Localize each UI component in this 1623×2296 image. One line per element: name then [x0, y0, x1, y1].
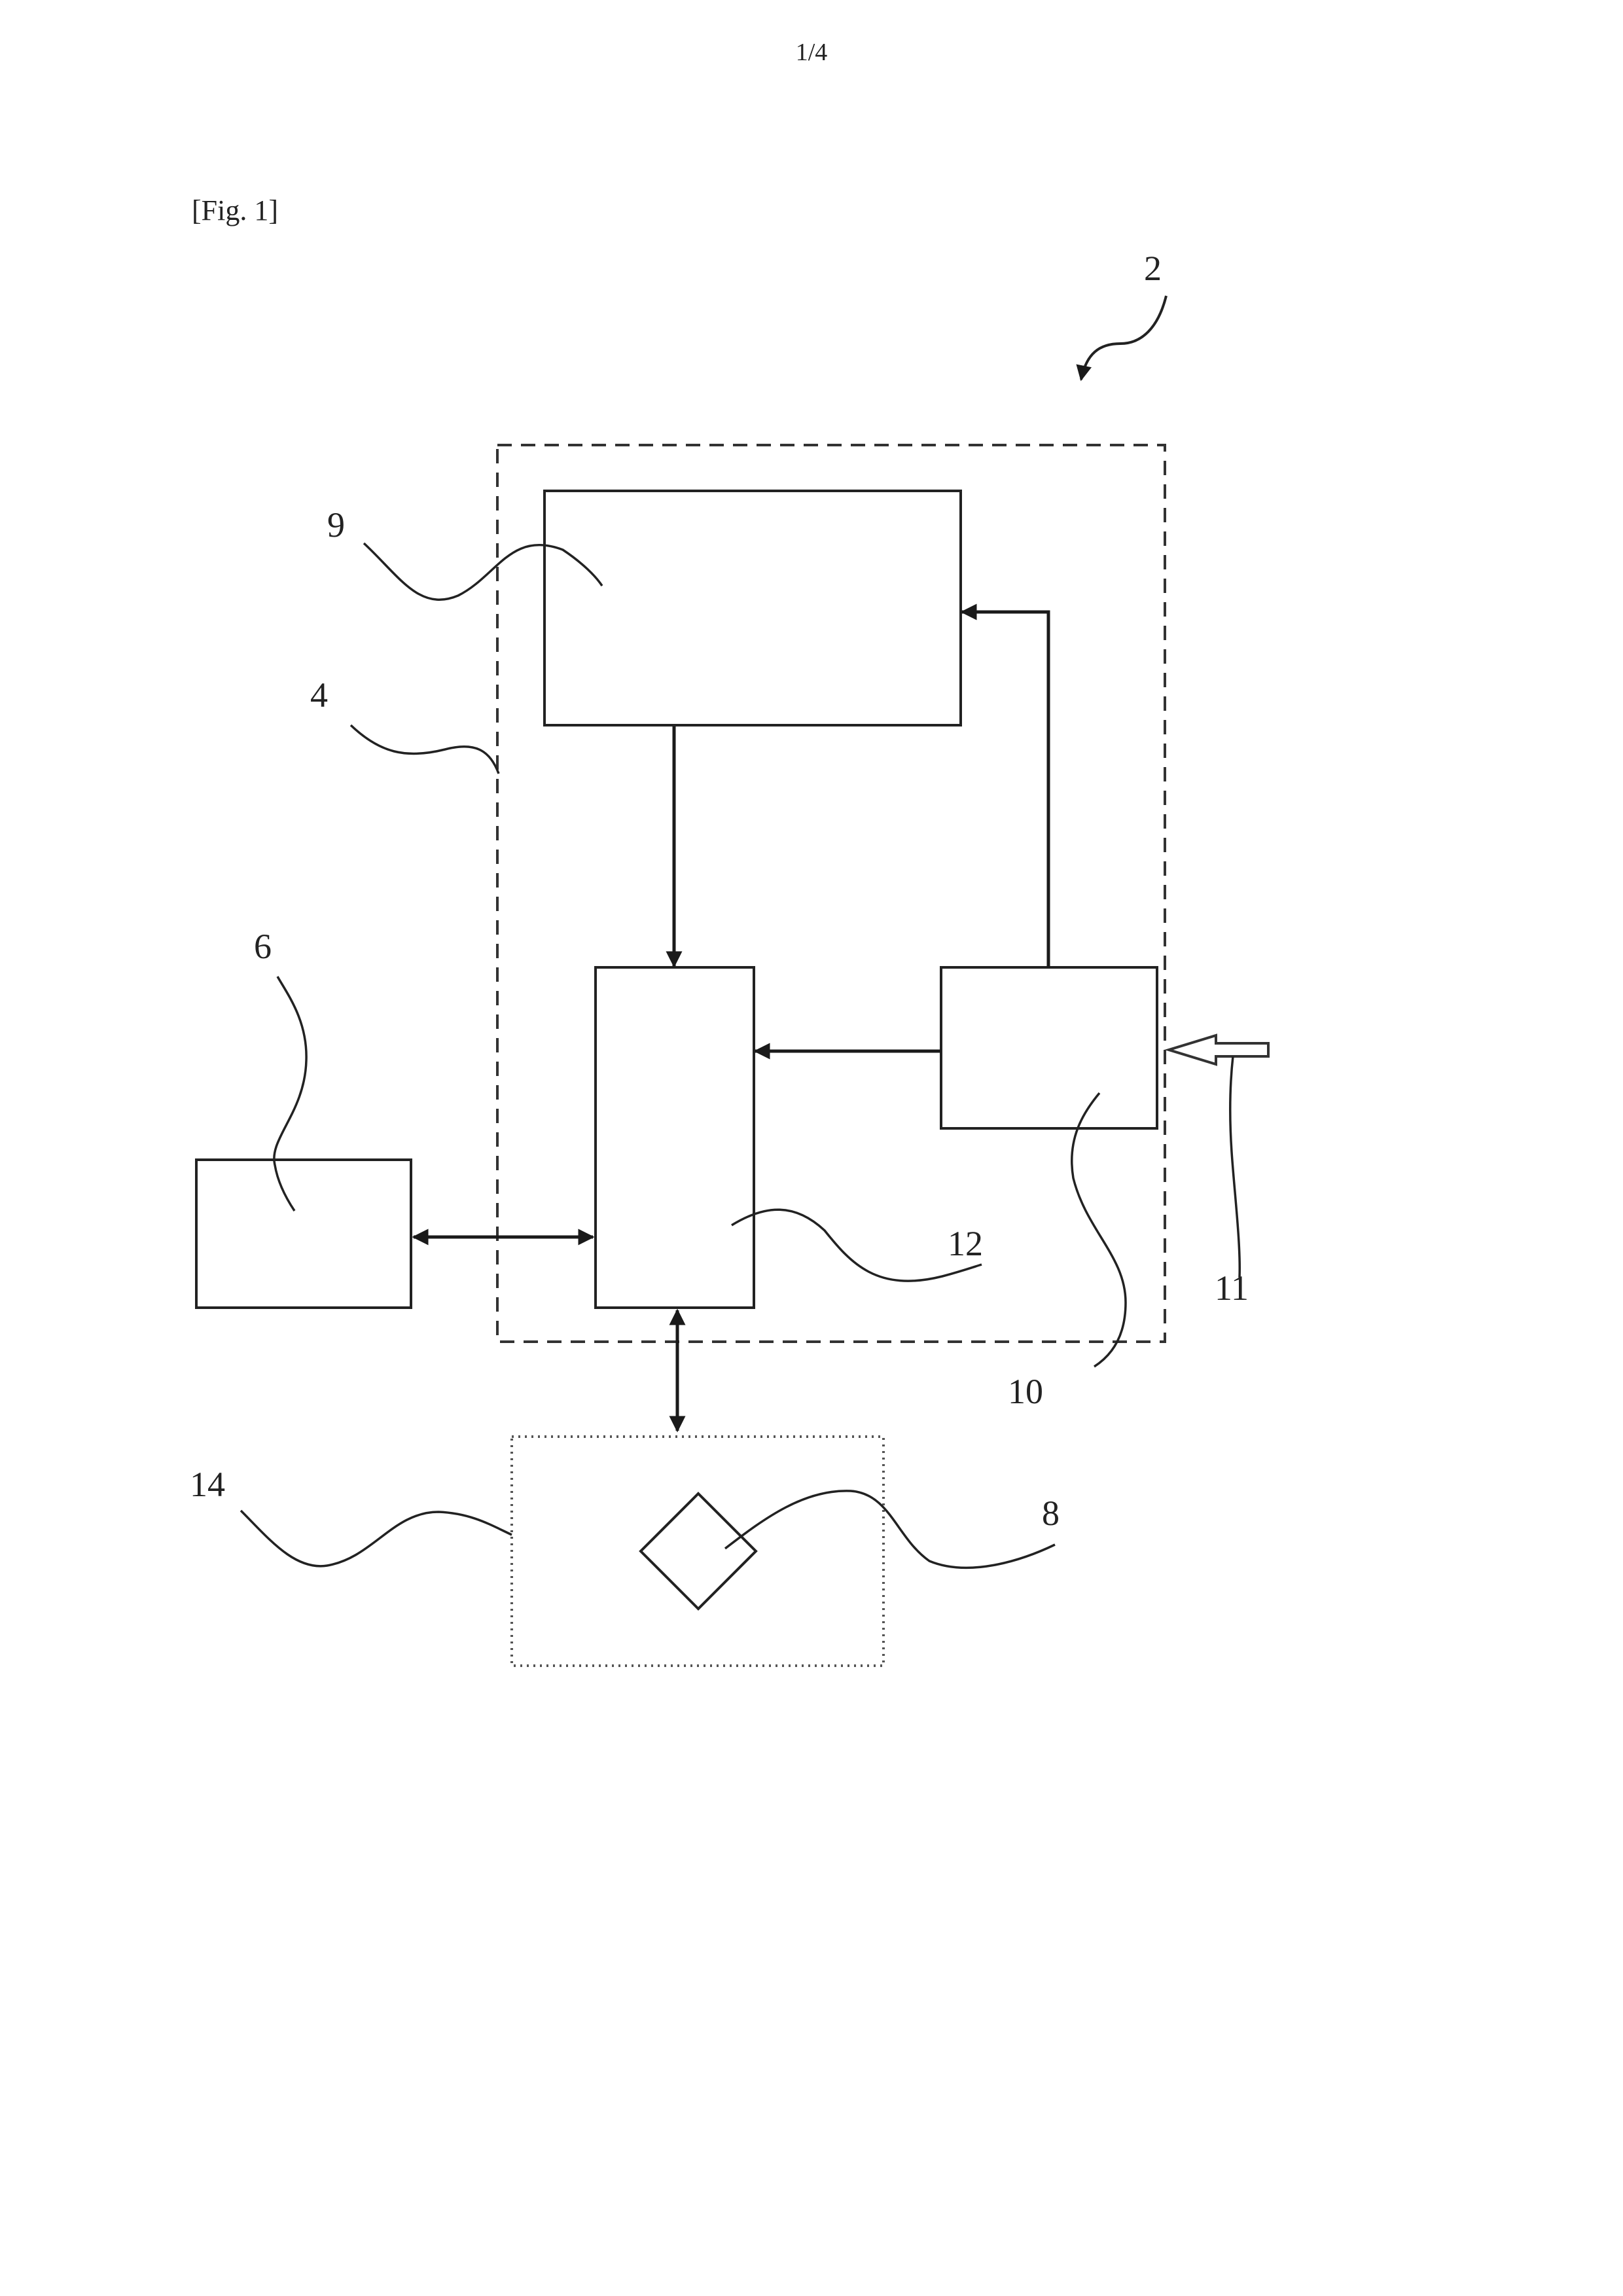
ref-numeral-14: 14: [190, 1465, 225, 1504]
leader-line-14: [241, 1511, 512, 1566]
ref-numeral-2: 2: [1144, 249, 1162, 288]
block-9: [544, 491, 961, 725]
leader-line-6: [274, 977, 306, 1211]
ref-numeral-10: 10: [1008, 1372, 1043, 1411]
block-6: [196, 1160, 411, 1308]
ref-numeral-9: 9: [327, 505, 345, 545]
arrow-10-to-9: [962, 612, 1048, 967]
zone-14-dotted-box: [512, 1437, 883, 1666]
system-2-leader-arrow: [1081, 296, 1166, 380]
leader-line-11: [1230, 1056, 1240, 1278]
leader-line-9: [364, 543, 602, 600]
ref-numeral-11: 11: [1215, 1268, 1249, 1308]
block-10: [941, 967, 1157, 1128]
leader-line-8: [725, 1491, 1055, 1568]
leader-line-4: [351, 725, 499, 774]
ref-numeral-4: 4: [310, 675, 328, 715]
ref-numeral-12: 12: [948, 1224, 983, 1263]
block-12: [596, 967, 754, 1308]
input-arrow-11: [1169, 1035, 1268, 1064]
ref-numeral-8: 8: [1042, 1494, 1060, 1533]
diamond-8: [641, 1494, 756, 1609]
leader-line-10: [1072, 1093, 1126, 1367]
leader-line-12: [732, 1210, 982, 1281]
ref-numeral-6: 6: [254, 927, 272, 966]
